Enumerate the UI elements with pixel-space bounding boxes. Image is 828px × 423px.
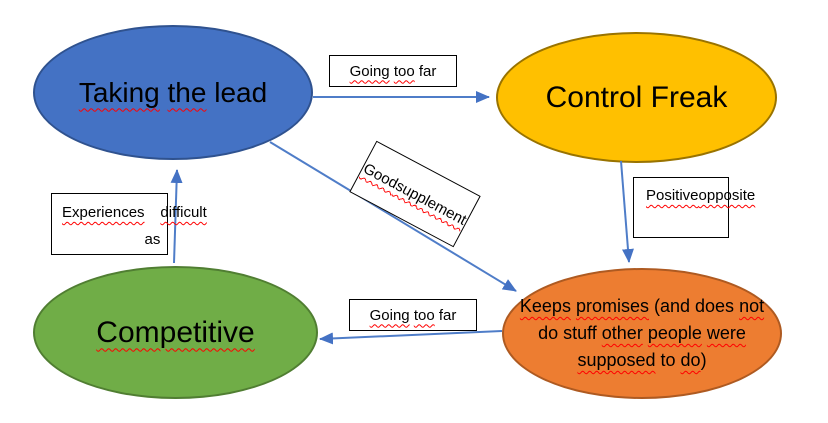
- node-taking-the-lead-label: Taking the lead: [78, 76, 268, 108]
- node-control-freak-label: Control Freak: [545, 80, 728, 114]
- edge-label-going-too-far-top: Going too far: [329, 55, 457, 87]
- node-keeps-promises: Keeps promises (and does not do stuff ot…: [502, 268, 782, 399]
- edge-label-going-too-far-bottom: Going too far: [349, 299, 477, 331]
- edge-label-experiences-as-difficult: Experiences as difficult: [51, 193, 207, 255]
- node-competitive: Competitive: [33, 266, 318, 399]
- connector-control-to-keeps: [620, 160, 634, 263]
- node-control-freak: Control Freak: [496, 32, 777, 163]
- edge-label-positive-opposite: Positive opposite: [633, 177, 755, 238]
- connector-competitive-to-taking: [170, 169, 183, 264]
- node-competitive-label: Competitive: [96, 315, 255, 349]
- node-taking-the-lead: Taking the lead: [33, 25, 313, 160]
- connector-keeps-to-competitive: [319, 330, 503, 345]
- connector-taking-to-keeps: [269, 141, 517, 292]
- node-keeps-promises-label: Keeps promises (and does not do stuff ot…: [519, 296, 765, 370]
